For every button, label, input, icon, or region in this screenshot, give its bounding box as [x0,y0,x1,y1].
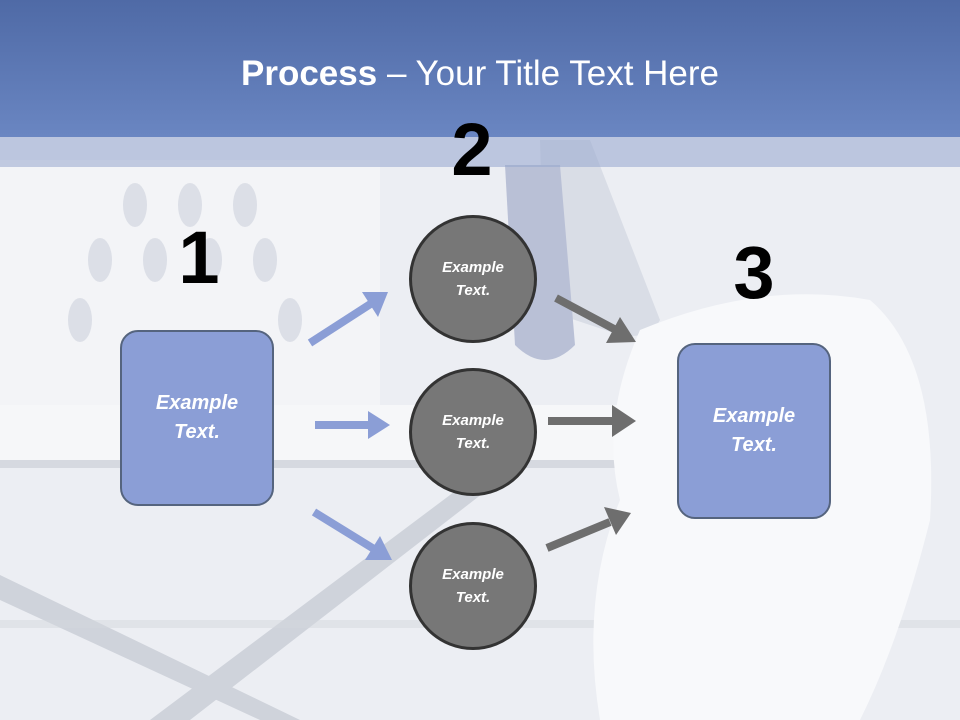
arrow-to-top-circle [307,292,388,347]
step-number-3: 3 [733,231,775,314]
arrow-to-bottom-circle [311,508,392,560]
step-1-box: Example Text. [120,330,274,506]
arrow-from-bottom-circle [545,507,631,552]
arrow-to-middle-circle [315,411,390,439]
step-2-circle-bottom: Example Text. [409,522,537,650]
circle-bottom-text: Example Text. [442,566,504,606]
step-number-1: 1 [178,216,220,299]
step-3-box: Example Text. [677,343,831,519]
arrow-from-top-circle [554,294,636,343]
header-band [0,137,960,167]
slide-title: Process – Your Title Text Here [0,52,960,96]
title-bar [0,0,960,137]
title-rest: – Your Title Text Here [377,54,719,93]
title-bold: Process [241,54,378,93]
step-1-text: Example Text. [155,392,239,443]
circle-middle-text: Example Text. [442,412,504,452]
step-number-2: 2 [451,108,493,191]
step-2-circle-middle: Example Text. [409,368,537,496]
arrow-from-middle-circle [548,405,636,437]
circle-top-text: Example Text. [442,259,504,299]
step-2-circle-top: Example Text. [409,215,537,343]
step-3-text: Example Text. [712,405,796,456]
